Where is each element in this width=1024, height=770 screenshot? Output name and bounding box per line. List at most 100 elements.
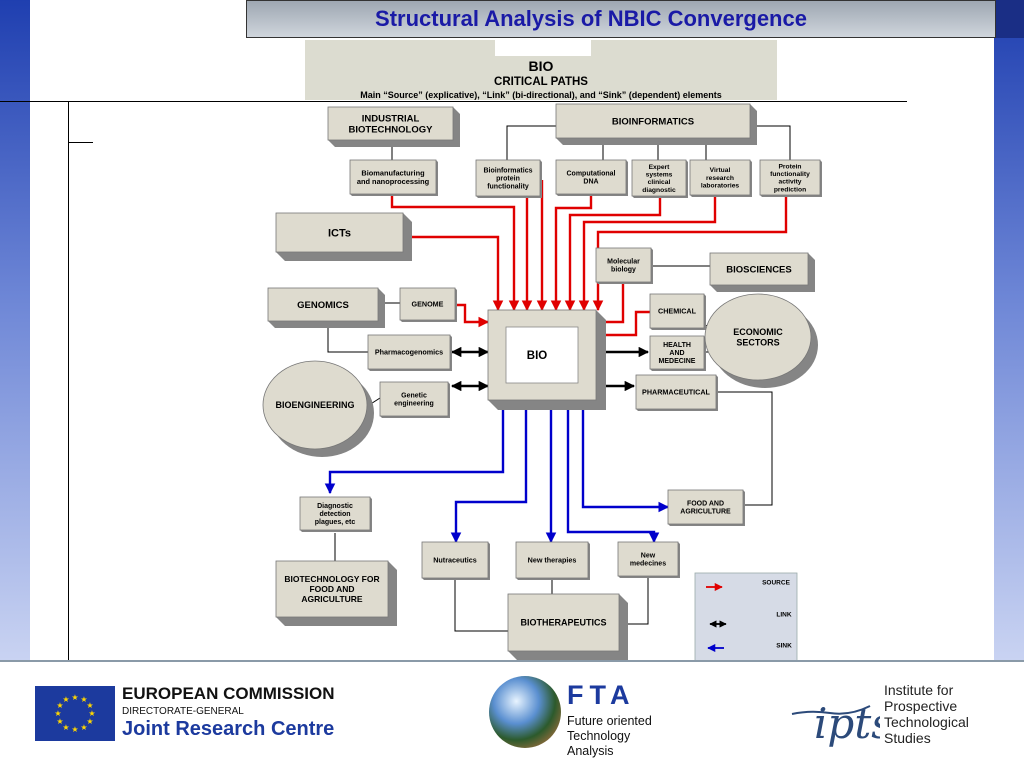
node-chemical: CHEMICAL [649, 293, 706, 330]
node-bioengineering: BIOENGINEERING [262, 360, 374, 457]
node-box [759, 159, 821, 196]
node-label: GENOME [412, 300, 444, 309]
node-genome: GENOME [399, 287, 457, 322]
bio-header-panel: BIO CRITICAL PATHS Main “Source” (explic… [305, 40, 777, 100]
node-shadow [556, 104, 757, 145]
node-shadow [268, 288, 385, 328]
node-box [299, 496, 371, 531]
node-box [267, 287, 379, 322]
right-decor-bar [994, 0, 1024, 660]
source-arrow [403, 235, 504, 312]
svg-text:★: ★ [86, 717, 93, 726]
node-box [635, 374, 717, 410]
ipts-name-line: Studies [884, 730, 931, 746]
fta-globe-logo [489, 676, 561, 748]
panel-title: BIO [528, 58, 554, 74]
node-genomics: GENOMICS [267, 287, 385, 328]
fta-sub-line: Technology [567, 729, 631, 743]
title-corner-block [996, 0, 1024, 38]
fta-subtitle: Future oriented Technology Analysis [567, 714, 652, 759]
center-window [505, 326, 579, 384]
source-arrow [455, 303, 490, 328]
node-box [421, 541, 489, 579]
source-arrow [550, 187, 593, 312]
svg-text:ipts: ipts [814, 699, 880, 748]
connector-line [506, 125, 556, 160]
node-box [349, 159, 437, 195]
node-pharmaceutical: PHARMACEUTICAL [635, 374, 718, 411]
header-notch [495, 40, 591, 56]
panel-subtitle: CRITICAL PATHS [494, 76, 588, 88]
fta-sub-line: Analysis [567, 744, 614, 758]
node-box [379, 381, 449, 417]
node-new-therapies: New therapies [515, 541, 590, 580]
center-label: BIO [527, 350, 548, 362]
eu-flag-logo: ★★★ ★★★ ★★★ ★★★ [35, 686, 115, 741]
svg-text:★: ★ [88, 709, 95, 718]
svg-text:★: ★ [80, 723, 87, 732]
node-ellipse [262, 360, 368, 450]
ec-jrc: Joint Research Centre [122, 718, 335, 740]
title-bar [246, 0, 996, 38]
legend-link-label: LINK [776, 611, 791, 618]
fta-sub-line: Future oriented [567, 714, 652, 728]
node-label: Pharmacogenomics [375, 348, 443, 357]
node-box [555, 159, 627, 195]
connector-line [327, 321, 368, 353]
node-box [399, 287, 456, 321]
node-shadow [710, 253, 815, 292]
node-label: CHEMICAL [658, 307, 697, 316]
svg-text:★: ★ [56, 717, 63, 726]
node-box [595, 247, 652, 283]
node-pharmacogenomics: Pharmacogenomics [367, 334, 452, 371]
svg-text:★: ★ [86, 701, 93, 710]
node-box [507, 593, 620, 652]
node-bio-center: BIO [487, 309, 606, 410]
node-box [555, 103, 751, 139]
node-biosciences: BIOSCIENCES [709, 252, 815, 292]
ec-directorate: DIRECTORATE-GENERAL [122, 706, 244, 717]
node-biotherapeutics: BIOTHERAPEUTICS [507, 593, 628, 660]
node-box [667, 489, 744, 525]
source-arrow [390, 195, 520, 312]
node-box [275, 212, 404, 253]
svg-text:★: ★ [71, 693, 78, 702]
node-label: Nutraceutics [433, 556, 477, 565]
node-ellipse [704, 293, 812, 381]
ipts-name-line: Institute for [884, 682, 954, 698]
node-shadow [276, 213, 412, 261]
ipts-name: Institute for Prospective Technological … [884, 682, 969, 746]
source-arrow [591, 310, 650, 341]
legend-source-label: SOURCE [762, 579, 790, 586]
node-box [327, 106, 454, 141]
node-label: BIOENGINEERING [275, 400, 354, 410]
ipts-name-line: Prospective [884, 698, 958, 714]
svg-text:★: ★ [62, 723, 69, 732]
node-box [617, 541, 679, 577]
svg-text:★: ★ [54, 709, 61, 718]
node-label: BIOTHERAPEUTICS [520, 618, 606, 628]
node-label: New therapies [528, 556, 577, 565]
node-shadow [328, 107, 460, 147]
panel-description: Main “Source” (explicative), “Link” (bi-… [360, 90, 722, 100]
source-arrow [564, 196, 662, 312]
node-label: ICTs [328, 227, 351, 239]
sink-arrow [450, 400, 528, 544]
